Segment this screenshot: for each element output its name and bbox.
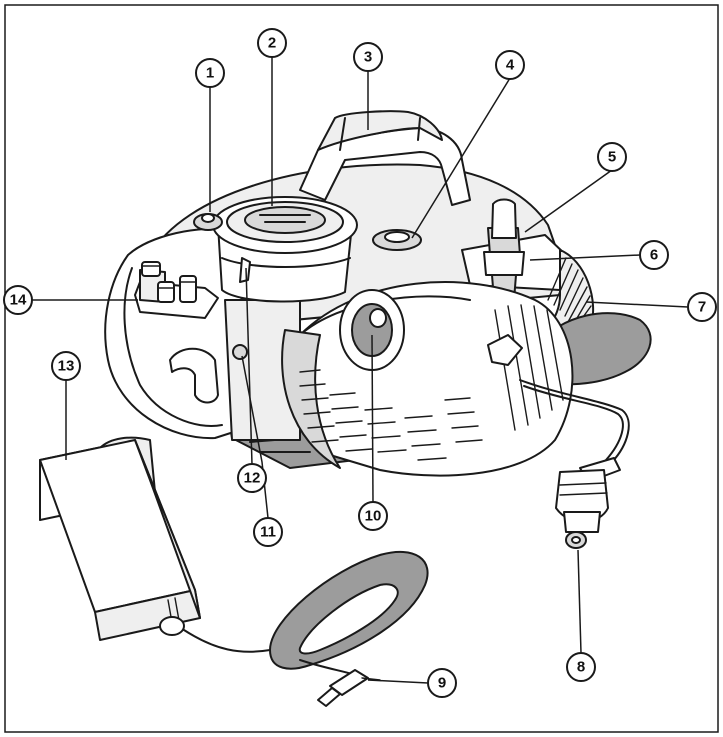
svg-text:6: 6 — [650, 247, 658, 264]
callout-5: 5 — [597, 142, 627, 172]
power-switch-cap — [201, 213, 215, 223]
svg-text:8: 8 — [577, 659, 585, 676]
callout-7: 7 — [687, 292, 717, 322]
svg-text:13: 13 — [58, 358, 75, 375]
svg-text:4: 4 — [506, 57, 515, 74]
svg-text:2: 2 — [268, 35, 276, 52]
svg-text:14: 14 — [10, 292, 27, 309]
callout-4: 4 — [495, 50, 525, 80]
callout-8: 8 — [566, 652, 596, 682]
side-port — [232, 344, 248, 360]
car-plug — [555, 457, 621, 549]
callout-10: 10 — [358, 501, 388, 531]
svg-text:1: 1 — [206, 65, 214, 82]
svg-text:7: 7 — [698, 299, 706, 316]
top-control-cap — [384, 231, 410, 243]
svg-text:5: 5 — [608, 149, 616, 166]
gauge-latch — [239, 257, 251, 283]
svg-text:3: 3 — [364, 49, 372, 66]
svg-text:12: 12 — [244, 470, 261, 487]
valve-connector — [461, 198, 567, 301]
svg-text:10: 10 — [365, 508, 382, 525]
callout-14: 14 — [3, 285, 33, 315]
callout-6: 6 — [639, 240, 669, 270]
grille-slots — [299, 369, 483, 461]
callout-12: 12 — [237, 463, 267, 493]
power-adapter — [39, 436, 201, 641]
car-cable — [519, 379, 630, 463]
callout-2: 2 — [257, 28, 287, 58]
svg-text:11: 11 — [260, 524, 276, 541]
leader-lines — [32, 56, 689, 684]
pump-plug — [317, 669, 381, 707]
callout-1: 1 — [195, 58, 225, 88]
figure-frame — [4, 4, 719, 733]
callouts: 1 2 3 4 5 6 7 8 — [3, 28, 717, 698]
callout-13: 13 — [51, 351, 81, 381]
callout-11: 11 — [253, 517, 283, 547]
carry-handle — [299, 110, 471, 206]
callout-9: 9 — [427, 668, 457, 698]
nozzle-holder — [134, 261, 219, 319]
coiled-cable — [183, 550, 429, 679]
front-housing — [281, 281, 574, 477]
callout-3: 3 — [353, 42, 383, 72]
svg-text:9: 9 — [438, 675, 446, 692]
pressure-gauge-lid — [212, 196, 358, 303]
